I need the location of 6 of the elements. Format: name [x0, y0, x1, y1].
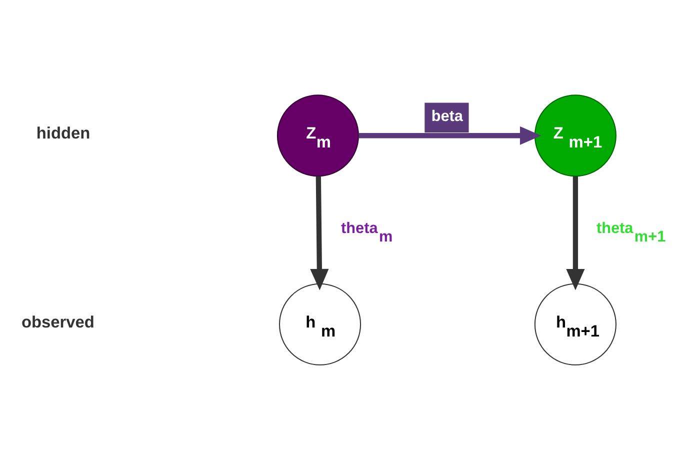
edge-label: beta [430, 107, 462, 124]
arrow [310, 176, 328, 290]
label: hidden [36, 124, 90, 142]
arrow [358, 126, 541, 144]
label: observed [21, 312, 94, 331]
arrow [566, 176, 584, 290]
